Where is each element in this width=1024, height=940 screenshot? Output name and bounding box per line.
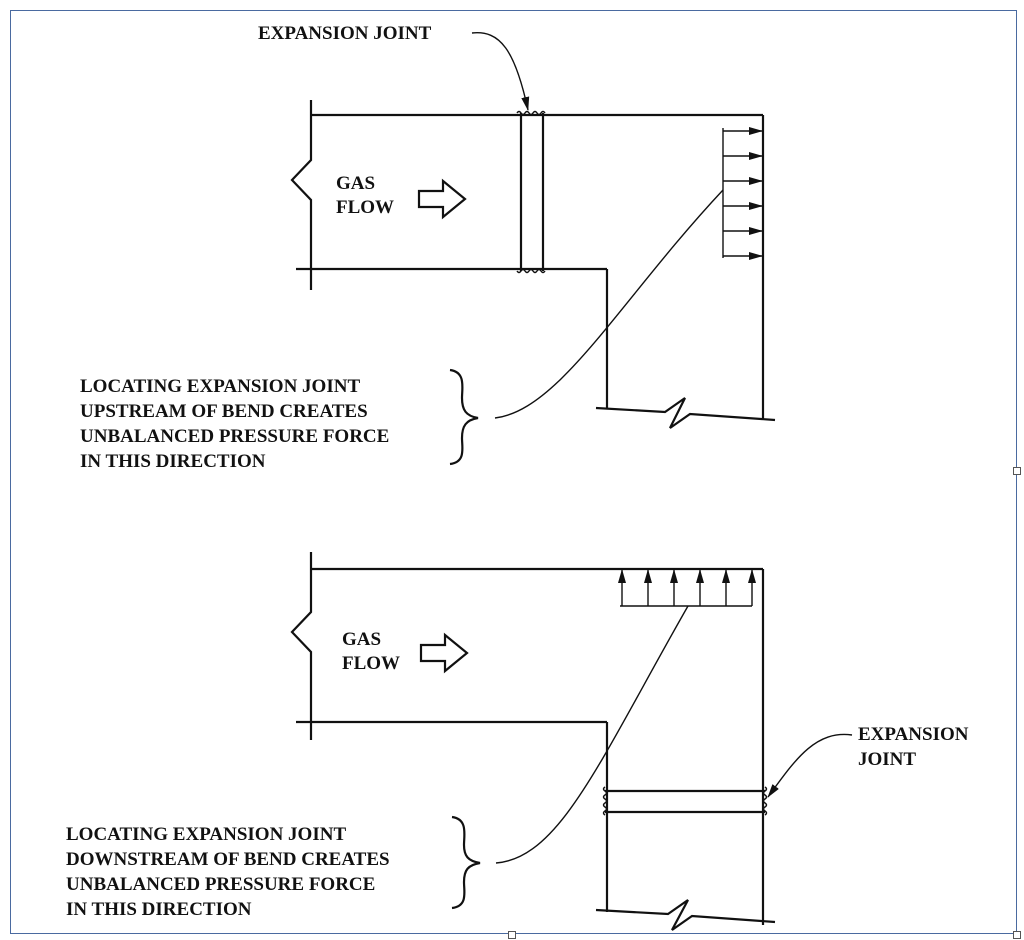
bottom-duct-outline [290,552,776,931]
top-expansion-joint-label: EXPANSION JOINT [258,23,432,44]
bottom-diagram: EXPANSION JOINT GAS FLOW LOCATI [66,552,969,931]
bottom-note-line-1: LOCATING EXPANSION JOINT [66,824,346,845]
top-diagram: EXPANSION JOINT GAS FLOW LOCATING EXPANS… [80,23,776,472]
top-note-line-2: UPSTREAM OF BEND CREATES [80,401,368,422]
bottom-note-line-4: IN THIS DIRECTION [66,899,252,920]
bottom-expansion-joint-label-line1: EXPANSION [858,724,969,745]
resize-handle-right[interactable] [1013,467,1021,475]
top-flow-arrow-icon [417,178,467,220]
top-note-leader [494,189,724,419]
top-note-brace [449,368,479,466]
resize-handle-bottom[interactable] [508,931,516,939]
bottom-expansion-joint-leader [767,733,853,798]
bottom-expansion-joint-label-line2: JOINT [858,749,916,770]
top-expansion-joint-leader [471,32,530,111]
bottom-gas-flow-label-line2: FLOW [342,653,400,674]
top-gas-flow-label-line2: FLOW [336,197,394,218]
top-gas-flow-label-line1: GAS [336,173,375,194]
top-note-line-4: IN THIS DIRECTION [80,451,266,472]
bottom-note-line-3: UNBALANCED PRESSURE FORCE [66,874,375,895]
top-pressure-arrows [722,127,763,260]
top-duct-outline [290,100,776,429]
bottom-note-leader [495,605,689,864]
bottom-gas-flow-label-line1: GAS [342,629,381,650]
bottom-note-brace [451,815,481,910]
bottom-note-line-2: DOWNSTREAM OF BEND CREATES [66,849,390,870]
top-note-line-3: UNBALANCED PRESSURE FORCE [80,426,389,447]
top-note-line-1: LOCATING EXPANSION JOINT [80,376,360,397]
bottom-expansion-joint-bellows [602,786,768,816]
bottom-flow-arrow-icon [419,632,469,674]
bottom-pressure-arrows [618,569,756,607]
resize-handle-bottom-right[interactable] [1013,931,1021,939]
top-expansion-joint-bellows [516,110,546,274]
